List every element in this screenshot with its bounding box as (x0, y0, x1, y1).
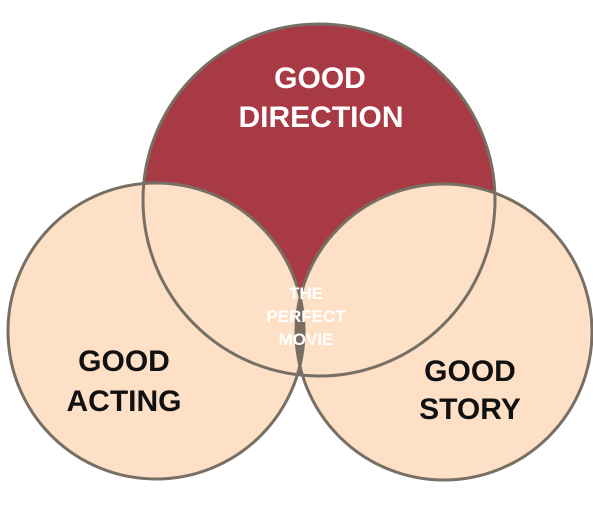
top-label-line-2: DIRECTION (239, 101, 404, 134)
right-label-line-2: STORY (419, 393, 521, 426)
top-label-line-1: GOOD (274, 62, 366, 95)
left-label-line-1: GOOD (78, 345, 170, 378)
center-label-line-2: PERFECT (266, 307, 346, 326)
left-label-line-2: ACTING (67, 385, 182, 418)
left-circle-outline (6, 181, 306, 481)
center-label-line-1: THE (289, 284, 323, 303)
center-label-line-3: MOVIE (279, 330, 334, 349)
right-circle-outline (294, 182, 593, 482)
right-label-line-1: GOOD (424, 355, 516, 388)
left-circle (8, 183, 304, 479)
right-circle (296, 184, 592, 480)
top-circle-outline (141, 22, 497, 378)
